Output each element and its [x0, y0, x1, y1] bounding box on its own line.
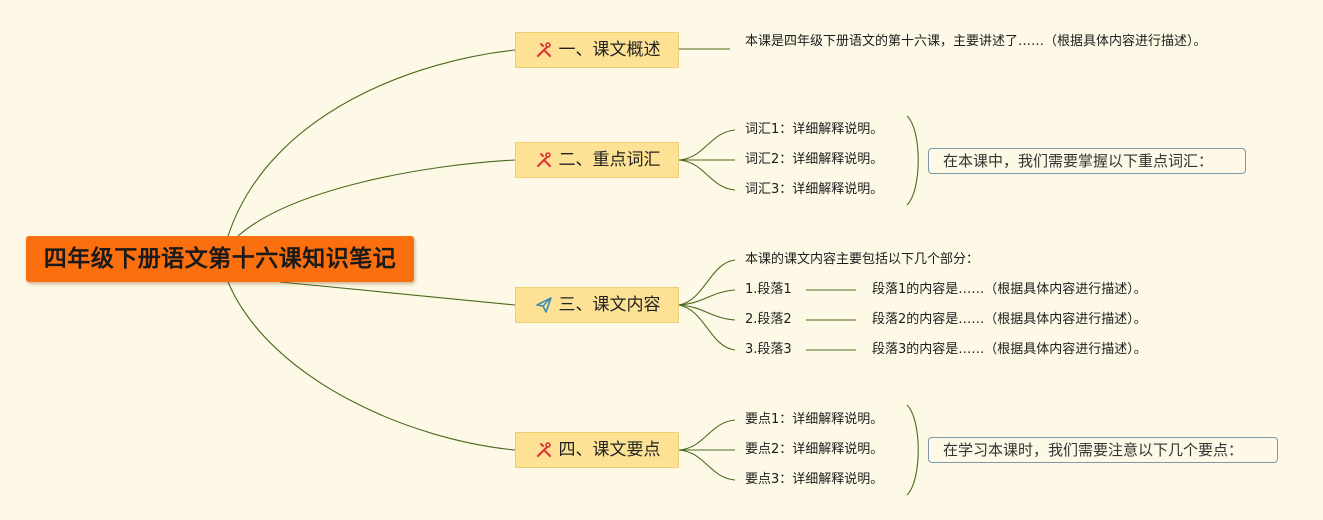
key-point-2: 要点2：详细解释说明。	[745, 442, 884, 457]
branch-3-label: 三、课文内容	[558, 295, 661, 315]
key-point-1: 要点1：详细解释说明。	[745, 412, 884, 427]
root-to-branch-1-link	[227, 49, 516, 237]
branch-2-leaf-1-link	[678, 129, 736, 161]
branch-4-label: 四、课文要点	[558, 440, 661, 460]
paper-plane-icon	[535, 297, 552, 313]
branch-4-leaf-3-link	[678, 449, 736, 481]
paragraph-2-name: 2.段落2	[745, 312, 792, 327]
content-intro: 本课的课文内容主要包括以下几个部分：	[745, 252, 980, 267]
root-topic[interactable]: 四年级下册语文第十六课知识笔记	[26, 236, 414, 282]
paragraph-3-desc: 段落3的内容是……（根据具体内容进行描述）。	[872, 342, 1147, 357]
paragraph-2-desc: 段落2的内容是……（根据具体内容进行描述）。	[872, 312, 1147, 327]
root-to-branch-4-link	[227, 281, 516, 451]
branch-3-para-2-link	[678, 304, 736, 321]
branch-3-topic[interactable]: 三、课文内容	[515, 287, 679, 323]
branch-4-leaf-1-link	[678, 419, 736, 451]
paragraph-1-name: 1.段落1	[745, 282, 792, 297]
root-to-branch-2-link	[237, 159, 516, 237]
tools-icon	[536, 442, 551, 457]
vocab-summary[interactable]: 在本课中，我们需要掌握以下重点词汇：	[928, 148, 1246, 174]
branch-4-topic[interactable]: 四、课文要点	[515, 432, 679, 468]
branch-2-label: 二、重点词汇	[558, 150, 661, 170]
paragraph-1-desc: 段落1的内容是……（根据具体内容进行描述）。	[872, 282, 1147, 297]
vocab-item-2: 词汇2：详细解释说明。	[745, 152, 884, 167]
branch-4-summary-brace	[906, 404, 919, 496]
branch-1-topic[interactable]: 一、课文概述	[515, 32, 679, 68]
branch-3-intro-link	[678, 259, 736, 306]
root-title: 四年级下册语文第十六课知识笔记	[43, 246, 397, 272]
branch-2-leaf-3-link	[678, 159, 736, 191]
key-points-summary[interactable]: 在学习本课时，我们需要注意以下几个要点：	[928, 437, 1278, 463]
overview-text: 本课是四年级下册语文的第十六课，主要讲述了……（根据具体内容进行描述）。	[745, 34, 1207, 49]
branch-3-para-3-link	[678, 304, 736, 351]
tools-icon	[536, 152, 551, 167]
branch-2-summary-brace	[906, 115, 919, 206]
branch-3-para-1-link	[678, 289, 736, 306]
branch-1-label: 一、课文概述	[558, 40, 661, 60]
branch-2-topic[interactable]: 二、重点词汇	[515, 142, 679, 178]
paragraph-3-name: 3.段落3	[745, 342, 792, 357]
vocab-item-1: 词汇1：详细解释说明。	[745, 122, 884, 137]
vocab-item-3: 词汇3：详细解释说明。	[745, 182, 884, 197]
tools-icon	[536, 42, 551, 57]
key-point-3: 要点3：详细解释说明。	[745, 472, 884, 487]
root-to-branch-3-link	[279, 281, 516, 306]
